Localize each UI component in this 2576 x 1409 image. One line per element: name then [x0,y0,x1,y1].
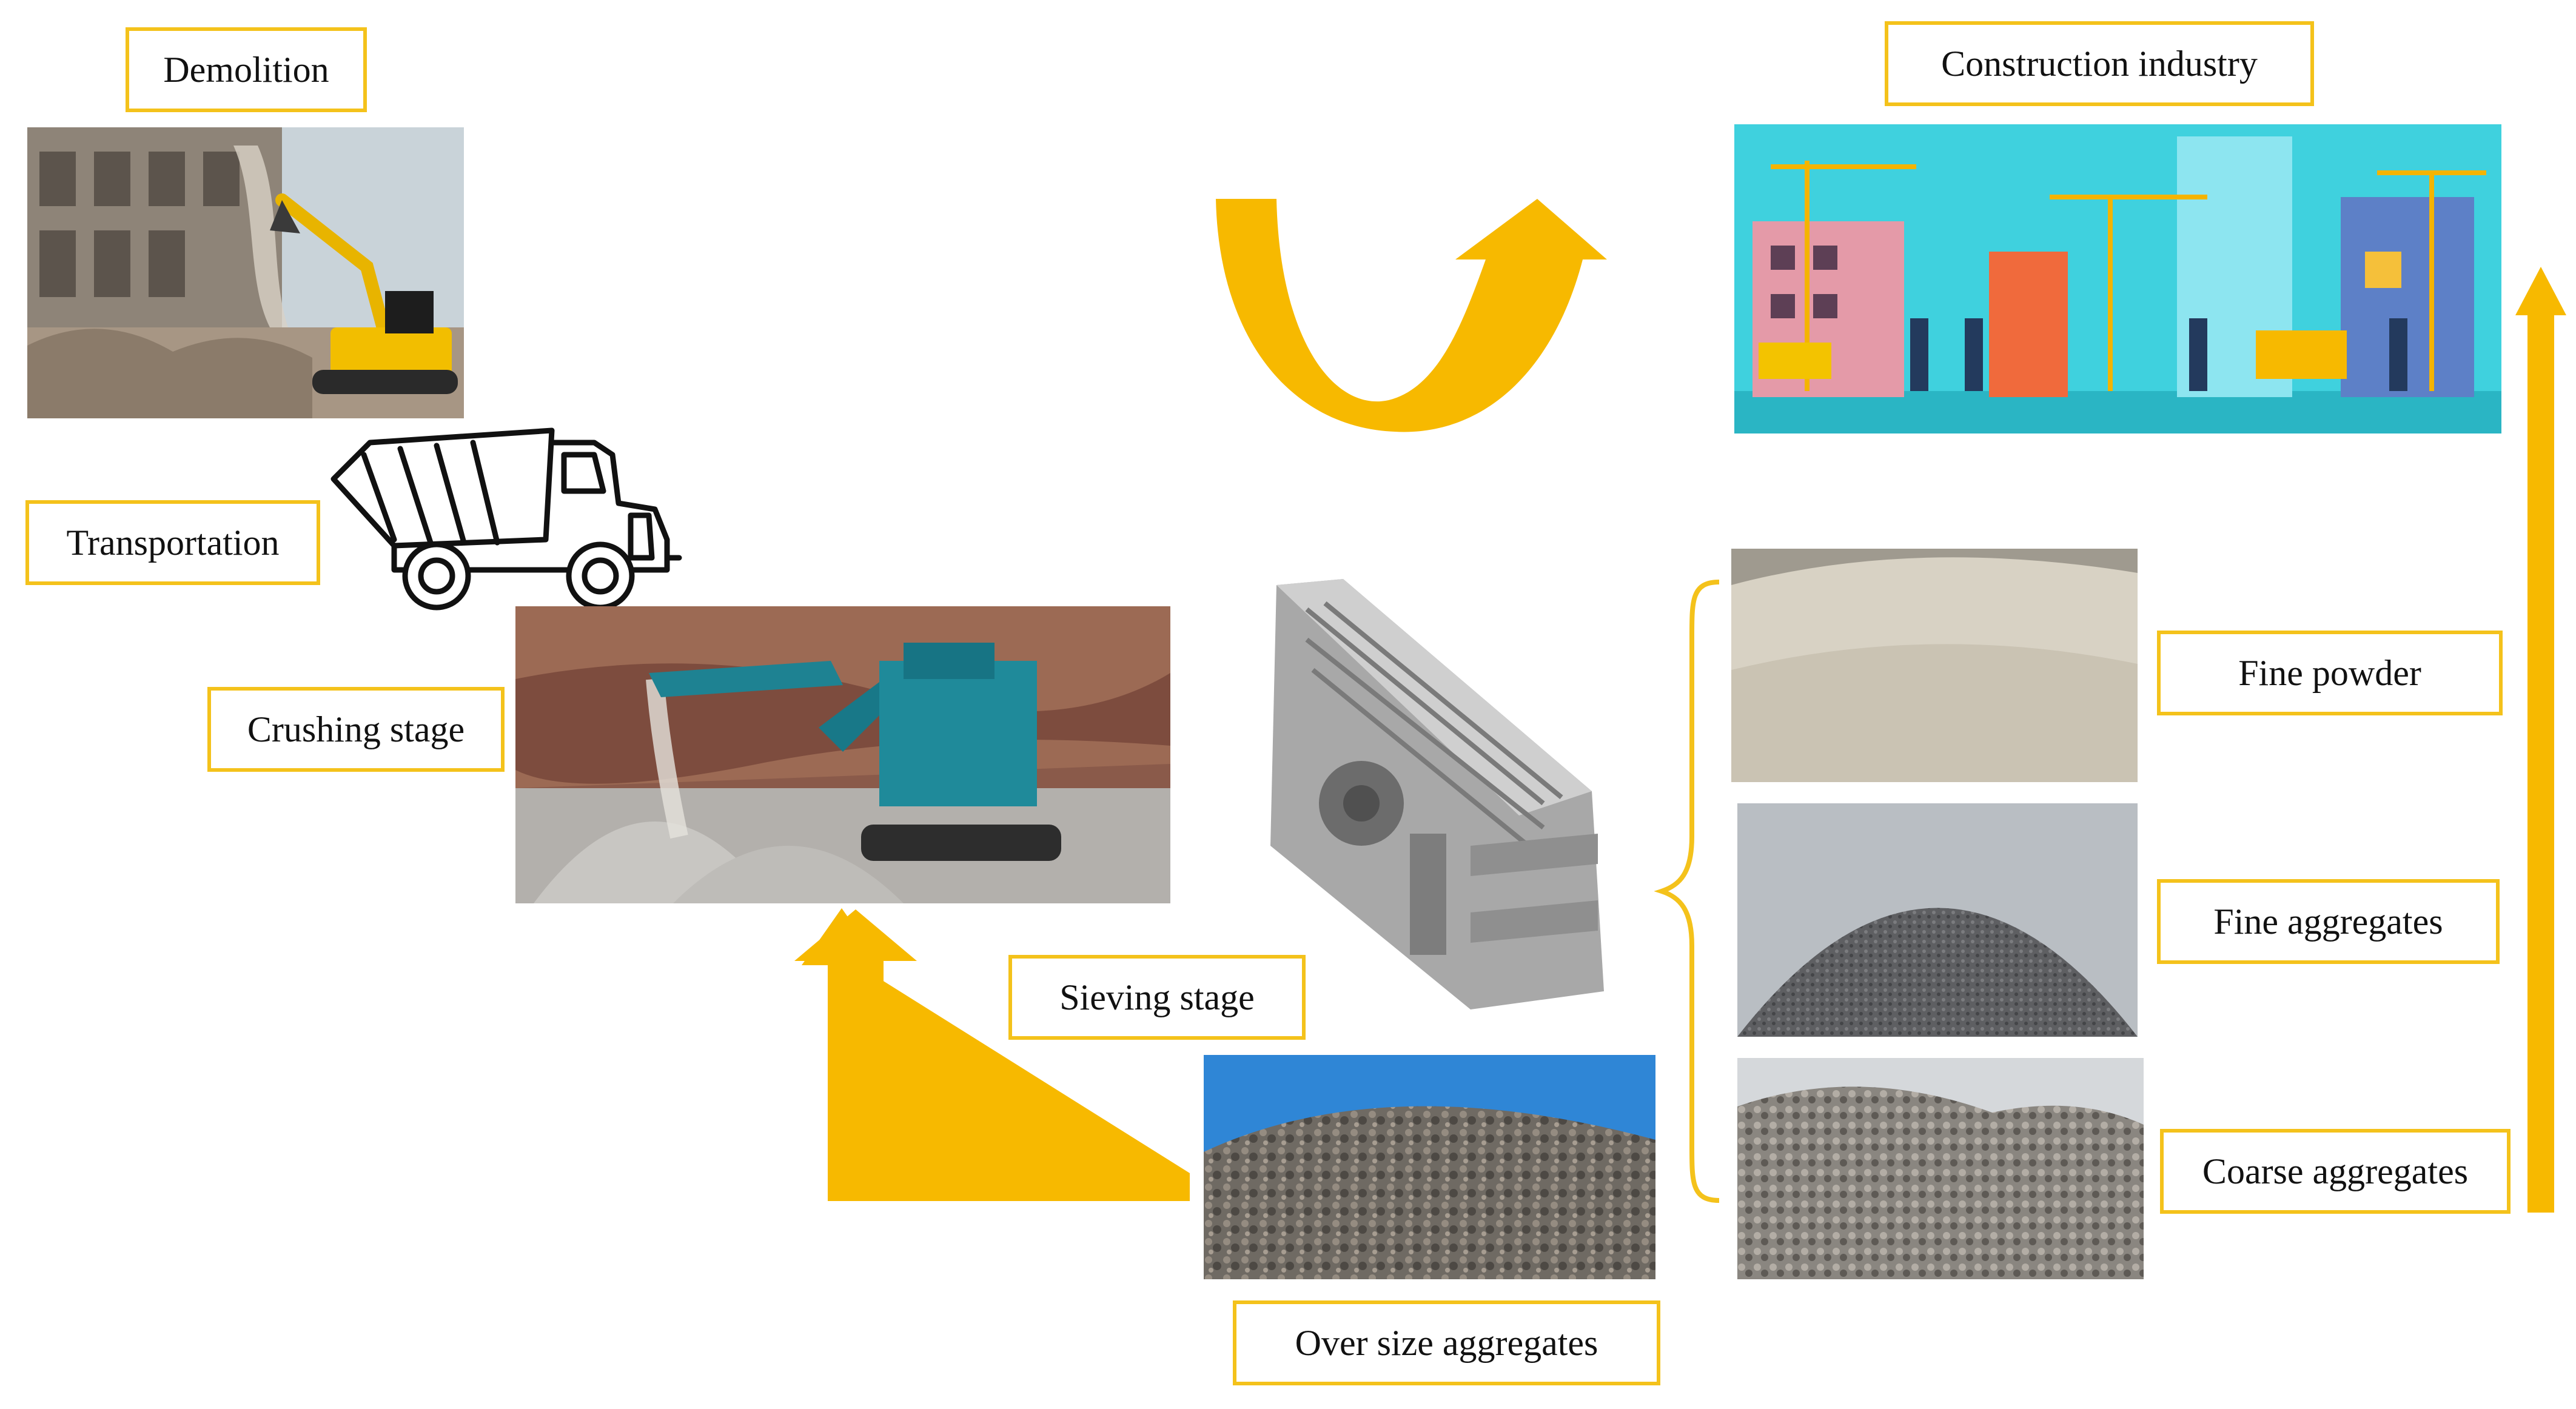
u-turn-arrow-icon [1216,199,1607,432]
construction-industry-label: Construction industry [1885,21,2314,106]
crushing-photo [515,606,1170,903]
up-arrow-icon [2527,315,2554,1213]
construction-illustration [1734,124,2501,433]
transportation-label: Transportation [25,500,320,585]
oversize-aggregates-photo [1204,1055,1655,1279]
dump-truck-icon [327,418,682,612]
fine-aggregates-label: Fine aggregates [2157,879,2500,964]
coarse-aggregates-photo [1737,1058,2144,1279]
fine-powder-label: Fine powder [2157,631,2503,715]
fine-aggregates-photo [1737,803,2138,1037]
sieving-machine-photo [1204,573,1622,1040]
curly-brace-icon [1654,580,1720,1203]
sieving-stage-label: Sieving stage [1008,955,1306,1040]
crushing-stage-label: Crushing stage [207,687,505,772]
oversize-aggregates-label: Over size aggregates [1233,1300,1660,1385]
coarse-aggregates-label: Coarse aggregates [2160,1129,2511,1214]
demolition-label: Demolition [126,27,367,112]
fine-powder-photo [1731,549,2138,782]
demolition-photo [27,127,464,418]
